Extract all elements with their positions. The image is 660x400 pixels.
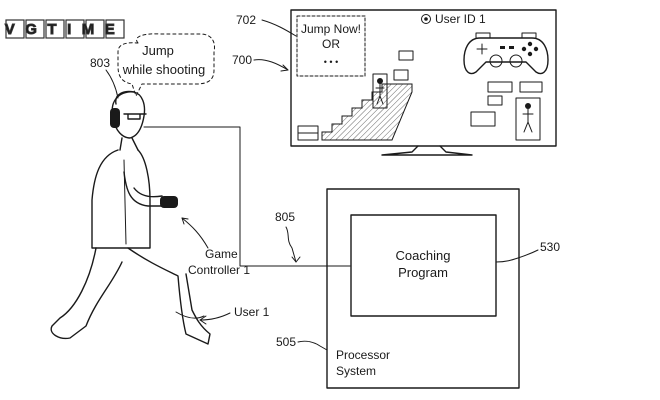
user-id-label: User ID 1 [435, 12, 486, 26]
coaching-program-box: Coaching Program [350, 214, 497, 317]
game-item-6 [470, 111, 496, 127]
game-item-4 [519, 81, 543, 93]
processor-line-1: Processor [336, 348, 390, 362]
ref-702-leader [261, 19, 297, 37]
game-controller-label-1: Game [205, 247, 238, 261]
speech-bubble: Jump while shooting [117, 33, 215, 97]
game-item-1 [398, 50, 414, 61]
hint-line-1: Jump Now! [301, 22, 361, 36]
speech-line-2: while shooting [122, 62, 205, 77]
coaching-line-2: Program [398, 265, 448, 280]
watermark-text: VGTIME [5, 21, 126, 38]
hint-line-2: OR [322, 37, 340, 51]
user-arrow [199, 312, 231, 321]
processor-system-box: Processor System [326, 188, 520, 389]
game-controller-label-2: Controller 1 [188, 263, 250, 277]
ref-530: 530 [540, 240, 560, 254]
processor-line-2: System [336, 364, 376, 378]
game-item-2 [393, 69, 409, 81]
ref-700: 700 [232, 53, 252, 67]
ref-805: 805 [275, 210, 295, 224]
ref-505-leader [297, 340, 328, 351]
speech-line-1: Jump [142, 43, 174, 58]
hint-line-3: • • • [324, 57, 338, 67]
watermark-logo: VGTIME [4, 19, 126, 39]
controller-arrow [181, 217, 209, 249]
user-label: User 1 [234, 305, 270, 319]
ref-805-leader [285, 226, 297, 263]
ref-803: 803 [90, 56, 110, 70]
game-character-1 [372, 73, 388, 109]
coaching-line-1: Coaching [396, 248, 451, 263]
headphones-icon [110, 108, 120, 128]
ref-505: 505 [276, 335, 296, 349]
handheld-controller-icon [160, 196, 178, 208]
user-id-icon [421, 14, 431, 24]
ref-530-leader [495, 249, 539, 263]
game-stairs [297, 83, 413, 141]
ref-702: 702 [236, 13, 256, 27]
ref-700-arrow [253, 59, 289, 71]
gamepad-icon [463, 32, 549, 75]
game-item-3 [487, 81, 513, 93]
user-figure [50, 90, 211, 345]
game-item-5 [487, 95, 503, 106]
ref-803-leader [105, 69, 119, 99]
display-screen: Jump Now! OR • • • User ID 1 [290, 9, 557, 156]
connection-line-805 [143, 126, 351, 267]
game-character-2 [515, 97, 541, 141]
